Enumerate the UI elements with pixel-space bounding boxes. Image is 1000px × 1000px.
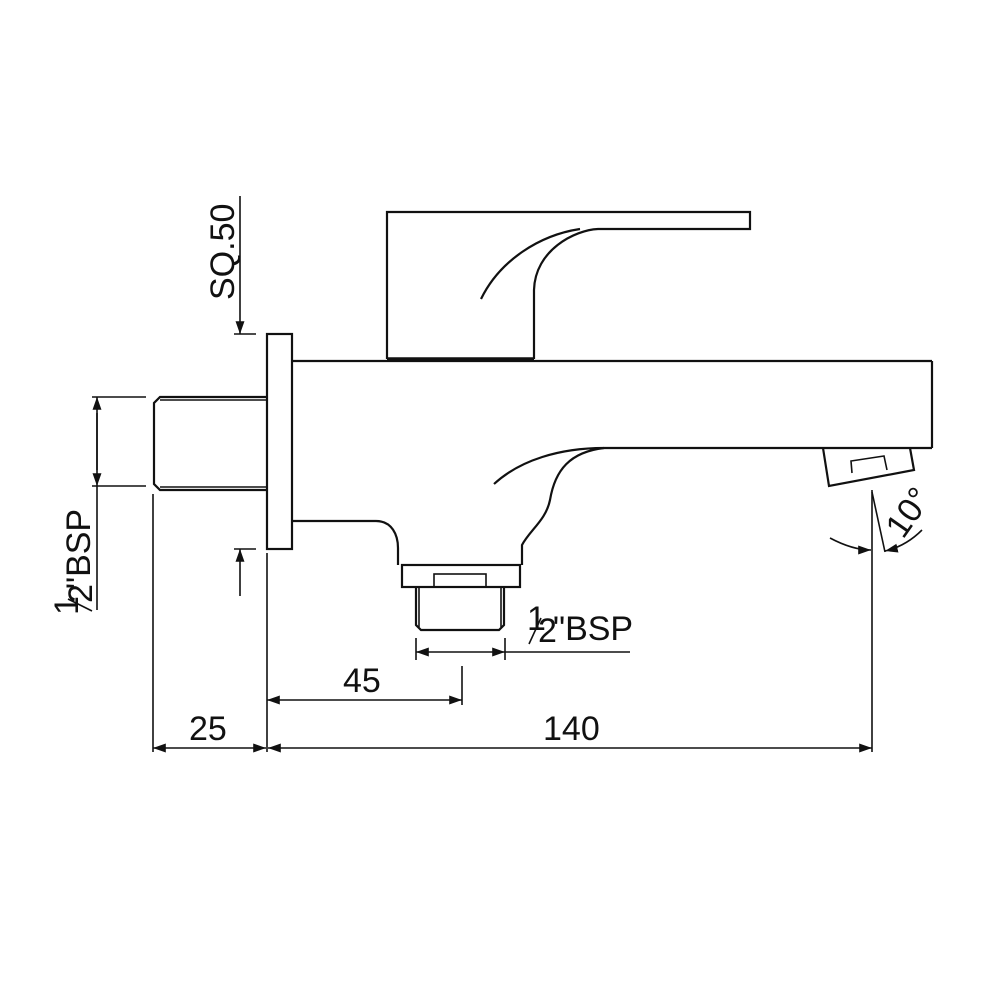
svg-text:45: 45	[343, 662, 381, 700]
dimension-45: 45	[267, 662, 463, 705]
svg-text:25: 25	[189, 710, 227, 748]
svg-text:2: 2	[538, 612, 557, 650]
inlet-thread-pipe	[152, 395, 267, 492]
svg-text:140: 140	[543, 710, 600, 748]
dimension-25: 25	[152, 494, 268, 753]
lever-handle	[385, 210, 752, 361]
svg-text:10°: 10°	[878, 481, 939, 545]
svg-text:"BSP: "BSP	[553, 610, 633, 648]
dimension-outlet-bsp: 1 2 "BSP	[415, 600, 633, 660]
sq50-label: SQ.50	[204, 204, 242, 300]
svg-text:"BSP: "BSP	[60, 509, 98, 589]
dimension-inlet-bsp: 1 2 "BSP	[48, 396, 146, 615]
svg-text:2: 2	[62, 584, 100, 603]
inlet-bsp-label: 1 2 "BSP	[48, 509, 100, 615]
outlet-bsp-label: 1 2 "BSP	[527, 600, 633, 650]
svg-text:1: 1	[527, 600, 546, 638]
dimension-sq50: SQ.50	[204, 196, 256, 596]
wall-flange	[265, 332, 294, 551]
outlet-fitting	[400, 563, 522, 632]
dimension-angle-10: 10°	[829, 481, 939, 555]
aerator	[821, 447, 916, 488]
spout-body	[292, 359, 934, 565]
svg-text:1: 1	[48, 596, 86, 615]
dimension-140: 140	[268, 490, 873, 753]
